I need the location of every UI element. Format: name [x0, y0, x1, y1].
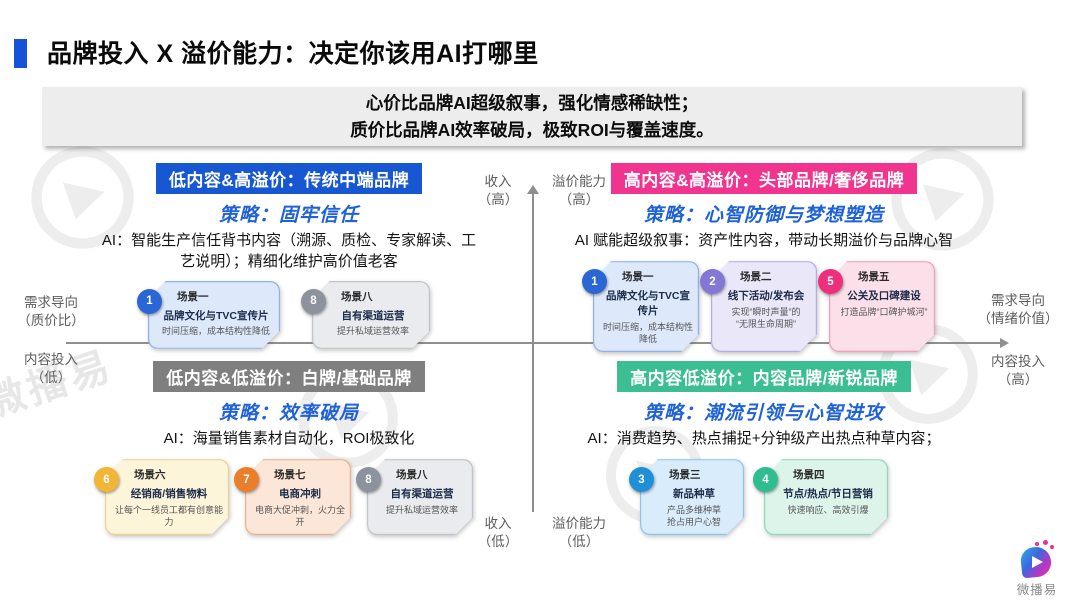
quadrant-header-badge: 低内容&高溢价：传统中端品牌	[155, 163, 423, 194]
quadrant-bottom-right: 高内容低溢价：内容品牌/新锐品牌 策略：潮流引领与心智进攻 AI：消费趋势、热点…	[562, 361, 966, 535]
quadrant-bottom-left: 低内容&低溢价：白牌/基础品牌 策略：效率破局 AI：海量销售素材自动化，ROI…	[94, 361, 482, 535]
axis-label-income-low: 收入 （低）	[477, 516, 519, 550]
banner-line-2: 质价比品牌AI效率破局，极致ROI与覆盖速度。	[350, 119, 714, 140]
axis-label-premium-low: 溢价能力 （低）	[552, 516, 606, 550]
scene-card-shape	[312, 281, 430, 349]
scene-subtitle: 产品多维种草 抢占用户心智	[666, 504, 721, 527]
quadrant-top-right: 高内容&高溢价：头部品牌/奢侈品牌 策略：心智防御与梦想塑造 AI 赋能超级叙事…	[562, 163, 966, 352]
banner-line-1: 心价比品牌AI超级叙事，强化情感稀缺性；	[365, 93, 699, 114]
scene-title: 公关及口碑建设	[847, 290, 921, 303]
y-axis-arrow-up-icon	[527, 185, 539, 194]
scene-subtitle: 提升私域运营效率	[385, 504, 458, 515]
title-accent-bar	[14, 39, 27, 68]
axis-label-demand-right: 需求导向 （情绪价值）	[977, 293, 1059, 327]
scene-title: 线下活动/发布会	[727, 290, 805, 303]
scene-title: 电商冲刺	[279, 488, 321, 501]
scene-label: 场景七	[274, 469, 306, 482]
quadrant-header-badge: 低内容&低溢价：白牌/基础品牌	[153, 361, 425, 392]
scene-title: 新品种草	[673, 488, 715, 501]
scene-number-badge: 6	[94, 467, 119, 493]
summary-banner: 心价比品牌AI超级叙事，强化情感稀缺性； 质价比品牌AI效率破局，极致ROI与覆…	[42, 87, 1022, 146]
scene-number-badge: 5	[818, 269, 843, 295]
scene-subtitle: 电商大促冲刺，火力全开	[254, 504, 345, 527]
strategy-text: 策略：固牢信任	[218, 205, 359, 226]
x-axis-line	[66, 342, 1002, 344]
scene-number-badge: 7	[234, 467, 259, 493]
scene-number-badge: 1	[582, 269, 607, 295]
scene-title: 经销商/销售物料	[130, 488, 208, 501]
scene-card: 1 场景一 品牌文化与TVC宣传片 时间压缩，成本结构性降低	[137, 281, 280, 349]
ai-description: AI：海量销售素材自动化，ROI极致化	[163, 430, 415, 447]
scene-label: 场景八	[396, 469, 428, 482]
scene-card: 4 场景四 节点/热点/节日营销 快速响应、高效引爆	[753, 459, 888, 535]
scene-card: 6 场景六 经销商/销售物料 让每个一线员工都有创意能力	[94, 459, 229, 535]
scene-title: 品牌文化与TVC宣传片	[606, 290, 690, 318]
strategy-text: 策略：潮流引领与心智进攻	[643, 403, 884, 424]
quadrant-header-badge: 高内容低溢价：内容品牌/新锐品牌	[617, 361, 911, 392]
scene-label: 场景五	[858, 271, 890, 284]
scene-subtitle: 快速响应、高效引爆	[787, 504, 869, 515]
scene-subtitle: 让每个一线员工都有创意能力	[114, 504, 223, 527]
scene-card: 8 场景八 自有渠道运营 提升私域运营效率	[301, 281, 430, 349]
strategy-text: 策略：效率破局	[218, 403, 359, 424]
scene-title: 自有渠道运营	[341, 309, 405, 322]
scene-card-shape	[711, 261, 817, 352]
scene-label: 场景一	[177, 290, 209, 303]
scene-card-shape	[764, 459, 888, 535]
scene-card-shape	[367, 459, 473, 535]
axis-label-content-high: 内容投入 （高）	[991, 354, 1045, 388]
scene-card-shape	[245, 459, 351, 535]
scene-label: 场景三	[669, 469, 701, 482]
scene-number-badge: 1	[137, 288, 162, 314]
axis-label-content-low: 内容投入 （低）	[24, 352, 78, 386]
scene-number-badge: 8	[356, 467, 381, 493]
weiboyi-logo-icon	[1019, 540, 1054, 579]
axis-label-demand-left: 需求导向 （质价比）	[17, 295, 85, 329]
weiboyi-logo-text: 微播易	[1016, 583, 1058, 597]
title-row: 品牌投入 X 溢价能力：决定你该用AI打哪里	[14, 34, 539, 70]
scene-title: 品牌文化与TVC宣传片	[163, 309, 269, 322]
ai-description: AI：消费趋势、热点捕捉+分钟级产出热点种草内容；	[587, 430, 941, 447]
scene-card-row: 6 场景六 经销商/销售物料 让每个一线员工都有创意能力 7 场景七 电商冲刺 …	[94, 459, 482, 535]
play-icon	[1031, 556, 1043, 568]
scene-subtitle: 时间压缩，成本结构性降低	[602, 321, 693, 344]
scene-card-shape	[105, 459, 229, 535]
scene-label: 场景四	[793, 469, 825, 482]
scene-card-shape	[148, 281, 280, 349]
scene-subtitle: 实现“瞬时声量”的 “无限生命周期”	[731, 306, 801, 329]
scene-label: 场景六	[134, 469, 166, 482]
scene-card: 1 场景一 品牌文化与TVC宣传片 时间压缩，成本结构性降低	[582, 261, 699, 352]
scene-card: 7 场景七 电商冲刺 电商大促冲刺，火力全开	[234, 459, 351, 535]
scene-title: 节点/热点/节日营销	[783, 488, 873, 501]
scene-subtitle: 时间压缩，成本结构性降低	[161, 326, 270, 337]
scene-card-row: 1 场景一 品牌文化与TVC宣传片 时间压缩，成本结构性降低 8 场景八 自有渠…	[96, 281, 482, 349]
axis-label-income-high: 收入 （高）	[477, 174, 519, 208]
scene-label: 场景一	[622, 271, 654, 284]
scene-subtitle: 提升私域运营效率	[336, 326, 409, 337]
scene-subtitle: 打造品牌“口碑护城河”	[840, 306, 928, 317]
x-axis-arrow-right-icon	[1000, 338, 1009, 348]
page-title: 品牌投入 X 溢价能力：决定你该用AI打哪里	[47, 40, 539, 68]
scene-card: 3 场景三 新品种草 产品多维种草 抢占用户心智	[629, 459, 744, 535]
strategy-text: 策略：心智防御与梦想塑造	[643, 205, 884, 226]
scene-label: 场景八	[341, 290, 373, 303]
scene-number-badge: 4	[753, 467, 778, 493]
axis-label-premium-high: 溢价能力 （高）	[552, 174, 606, 208]
scene-label: 场景二	[740, 271, 772, 284]
quadrant-header-badge: 高内容&高溢价：头部品牌/奢侈品牌	[610, 163, 918, 194]
scene-title: 自有渠道运营	[390, 488, 454, 501]
scene-card: 2 场景二 线下活动/发布会 实现“瞬时声量”的 “无限生命周期”	[700, 261, 817, 352]
scene-card-row: 3 场景三 新品种草 产品多维种草 抢占用户心智 4 场景四 节点/热点/节日营…	[562, 459, 966, 535]
y-axis-line	[532, 193, 534, 512]
weiboyi-logo: 微播易	[1006, 540, 1068, 598]
scene-number-badge: 2	[700, 269, 725, 295]
scene-card-row: 1 场景一 品牌文化与TVC宣传片 时间压缩，成本结构性降低 2 场景二 线下活…	[562, 261, 966, 352]
quadrant-top-left: 低内容&高溢价：传统中端品牌 策略：固牢信任 AI：智能生产信任背书内容（溯源、…	[96, 163, 482, 349]
ai-description: AI 赋能超级叙事：资产性内容，带动长期溢价与品牌心智	[574, 232, 954, 249]
scene-card: 5 场景五 公关及口碑建设 打造品牌“口碑护城河”	[818, 261, 935, 352]
scene-card: 8 场景八 自有渠道运营 提升私域运营效率	[356, 459, 473, 535]
scene-number-badge: 8	[301, 288, 326, 314]
ai-description: AI：智能生产信任背书内容（溯源、质检、专家解读、工艺说明）；精细化维护高价值老…	[101, 232, 477, 271]
scene-card-shape	[593, 261, 699, 352]
